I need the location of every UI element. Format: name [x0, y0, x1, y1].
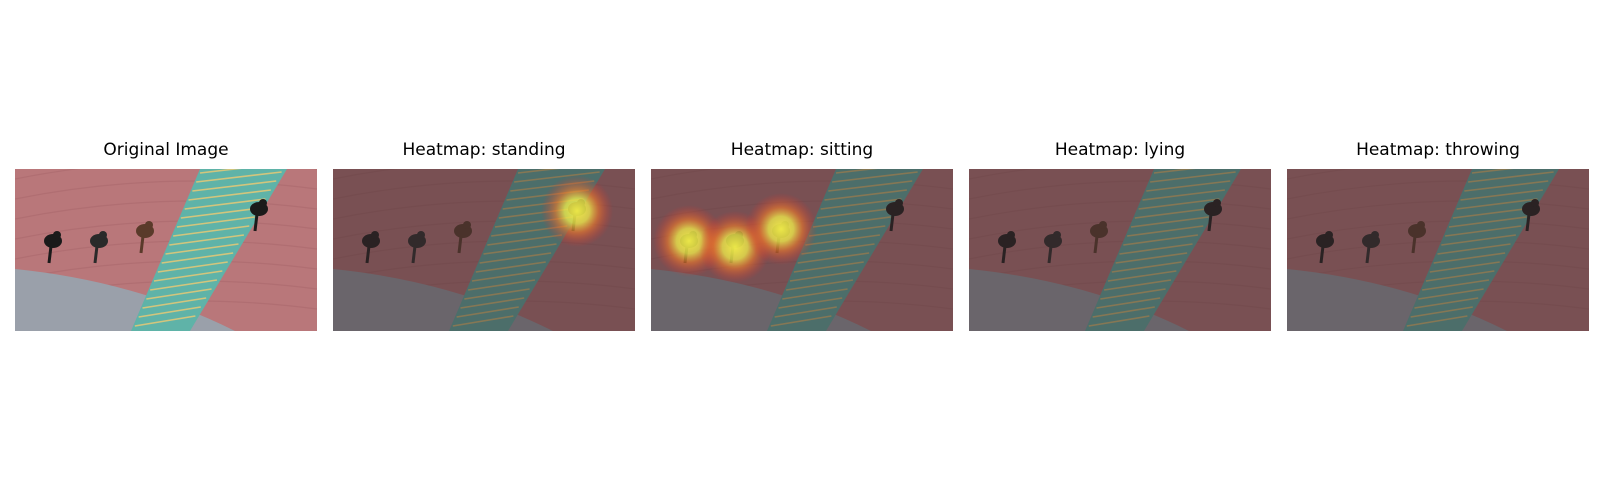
person — [250, 199, 268, 232]
person — [136, 221, 154, 254]
scene-svg — [1287, 169, 1589, 331]
scene-svg — [969, 169, 1271, 331]
panel-title: Heatmap: sitting — [730, 140, 874, 160]
heatmap-standing-image — [333, 169, 635, 331]
heatmap-sitting-image — [651, 169, 953, 331]
dim-overlay — [969, 169, 1271, 331]
heat-hotspot-person-right — [745, 193, 817, 265]
heat-hotspot-person-on-stairs — [541, 175, 613, 247]
person — [90, 231, 108, 264]
panel-title: Heatmap: standing — [402, 140, 566, 160]
dim-overlay — [1287, 169, 1589, 331]
panel-title: Original Image — [103, 140, 229, 160]
scene-svg — [651, 169, 953, 331]
heatmap-throwing-image — [1287, 169, 1589, 331]
original-image — [15, 169, 317, 331]
panel-title: Heatmap: throwing — [1356, 140, 1520, 160]
person — [44, 231, 62, 264]
heatmap-lying-image — [969, 169, 1271, 331]
scene-svg — [15, 169, 317, 331]
scene-svg — [333, 169, 635, 331]
panel-title: Heatmap: lying — [1054, 140, 1186, 160]
